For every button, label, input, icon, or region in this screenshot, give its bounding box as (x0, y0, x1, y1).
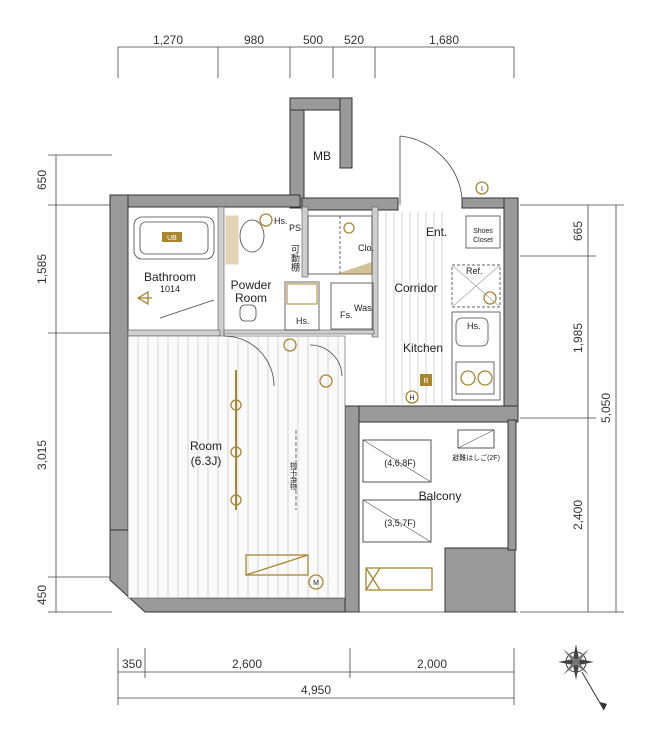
hs-label-2: Hs. (296, 316, 310, 326)
closet: Clo. (307, 215, 374, 275)
dim-top-1: 1,270 (153, 33, 183, 47)
corridor-label: Corridor (394, 281, 437, 295)
main-room: Room (6.3J) 物干金物 M (190, 335, 343, 590)
refrigerator-space: Ref. (451, 264, 501, 308)
bathtub (133, 216, 215, 260)
dim-top-3: 500 (303, 33, 323, 47)
corridor-door-swing[interactable] (309, 344, 343, 377)
dim-left-1: 650 (35, 170, 49, 190)
kitchen: Hs. Kitchen R H (403, 311, 501, 404)
dim-right-3: 2,400 (571, 500, 585, 530)
evac-hatch-lower-label: (3,5,7F) (384, 518, 416, 528)
hs-label-1: Hs. (274, 216, 288, 226)
dim-left-2: 1,585 (35, 254, 49, 284)
h-mark (405, 390, 419, 404)
ub-mark-label: UB (167, 235, 177, 242)
dim-top-4: 520 (344, 33, 364, 47)
intercom-mark: I (481, 186, 483, 193)
right-dimension-line: 665 1,985 2,400 5,050 (520, 204, 624, 613)
intercom-icon (475, 181, 489, 195)
balcony-label: Balcony (419, 489, 462, 503)
ps-area: PS 可動棚 (289, 223, 301, 272)
closet-label: Clo. (358, 243, 374, 253)
room-light-icon (283, 338, 297, 352)
ps-label: PS (289, 223, 301, 233)
room-size: (6.3J) (191, 454, 222, 468)
top-dimension-line: 1,270 980 500 520 1,680 (117, 33, 515, 78)
powder-room-label-1: Powder (231, 278, 272, 292)
m-mark (308, 574, 324, 590)
hs-label-3: Hs. (467, 321, 481, 331)
dim-bottom-1: 350 (122, 657, 142, 671)
dim-left-4: 450 (35, 585, 49, 605)
room-label: Room (190, 439, 222, 453)
shoes-closet (465, 215, 501, 249)
cooktop-icon (455, 361, 495, 395)
ref-label: Ref. (466, 266, 483, 276)
washer-label: Was. (354, 303, 374, 313)
mb-label: MB (313, 149, 331, 163)
powder-room: Hs. Powder Room (225, 213, 288, 322)
entrance: I Ent. Shoes Closet (399, 135, 501, 249)
powder-room-label-2: Room (235, 291, 267, 305)
dim-left-3: 3,015 (35, 440, 49, 470)
kitchen-counter (451, 311, 501, 401)
evac-hatch-upper-label: (4,6,8F) (384, 458, 416, 468)
dim-top-2: 980 (244, 33, 264, 47)
shoes-closet-label-1: Shoes (473, 228, 493, 235)
dim-bottom-2: 2,600 (232, 657, 262, 671)
h-mark-label: H (409, 395, 414, 402)
balcony: (4,6,8F) (3,5,7F) 避難はしご(2F) Balcony (345, 429, 518, 613)
laundry-area: Hs. Was. Fs. (284, 281, 374, 331)
dim-right-1: 665 (571, 221, 585, 241)
outlet-icon (259, 213, 273, 227)
toilet-icon (239, 304, 257, 322)
clothes-pole-label: 物干金物 (290, 461, 298, 491)
washbasin-counter (225, 215, 239, 265)
ub-mark (162, 232, 182, 242)
compass-rose-icon (558, 644, 607, 711)
bathroom-size: 1014 (160, 284, 180, 294)
aircon-unit (245, 554, 309, 576)
bathroom: UB Bathroom 1014 (133, 216, 215, 319)
entrance-door-swing[interactable] (399, 135, 463, 199)
sink-icon (455, 317, 489, 347)
dim-right-2: 1,985 (571, 323, 585, 353)
bottom-dimension-line: 350 2,600 2,000 4,950 (117, 648, 515, 705)
dim-right-total: 5,050 (599, 393, 613, 423)
dim-bottom-3: 2,000 (417, 657, 447, 671)
washbasin-icon (239, 219, 265, 253)
entrance-label: Ent. (426, 225, 447, 239)
ref-outlet-icon (483, 291, 497, 305)
kitchen-label: Kitchen (403, 341, 443, 355)
shoes-closet-label-2: Closet (473, 237, 493, 244)
dim-bottom-total: 4,950 (301, 683, 331, 697)
left-dimension-line: 650 1,585 3,015 450 (35, 154, 112, 613)
fs-label: Fs. (340, 310, 353, 320)
room-door-swing[interactable] (223, 335, 275, 387)
bathroom-label: Bathroom (144, 270, 196, 284)
aircon-outdoor-unit (365, 567, 433, 591)
dim-top-5: 1,680 (429, 33, 459, 47)
r-mark (420, 374, 432, 386)
bathroom-door[interactable] (159, 299, 215, 319)
washer-pan (330, 282, 374, 330)
r-mark-label: R (423, 378, 428, 385)
escape-ladder-label: 避難はしご(2F) (452, 453, 500, 462)
m-mark-label: M (313, 580, 319, 587)
movable-shelf-label: 可動棚 (290, 244, 300, 272)
